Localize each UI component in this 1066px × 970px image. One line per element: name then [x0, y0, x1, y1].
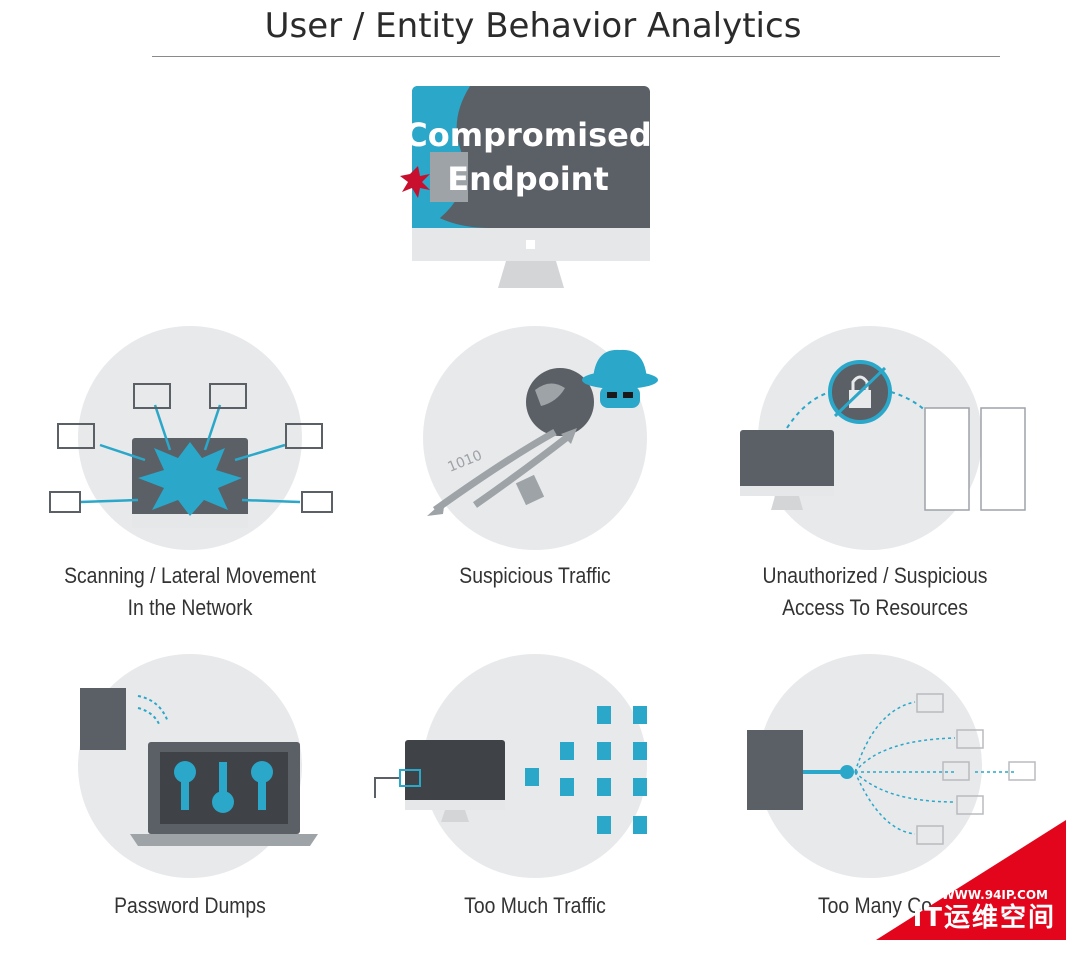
unauthorized-access-label-line1: Unauthorized / Suspicious	[762, 563, 988, 588]
suspicious-traffic-item: 1010 Suspicious Traffic	[365, 320, 705, 640]
watermark-triangle	[876, 820, 1066, 940]
scanning-item: Scanning / Lateral Movement In the Netwo…	[20, 320, 360, 640]
unauthorized-access-label: Unauthorized / Suspicious Access To Reso…	[725, 560, 1024, 624]
watermark: WWW.94IP.COM IT运维空间	[876, 820, 1066, 940]
scanning-illustration	[49, 326, 333, 550]
page-title: User / Entity Behavior Analytics	[264, 6, 802, 46]
too-many-connections-item: Too Many Co	[705, 650, 1045, 970]
password-dumps-illustration	[78, 654, 318, 878]
scanning-label-line2: In the Network	[127, 595, 253, 620]
too-much-traffic-illustration	[374, 654, 647, 878]
too-much-traffic-label-line1: Too Much Traffic	[464, 893, 606, 918]
suspicious-traffic-illustration: 1010	[423, 326, 658, 550]
hero-line1: Compromised	[404, 116, 651, 154]
compromised-endpoint-monitor: Compromised Endpoint	[380, 78, 680, 298]
too-many-connections-label-line1: Too Many Co	[817, 893, 933, 918]
too-much-traffic-label: Too Much Traffic	[385, 890, 684, 922]
hero-line2: Endpoint	[447, 160, 608, 198]
watermark-name: IT运维空间	[912, 903, 1056, 933]
watermark-url: WWW.94IP.COM	[941, 888, 1048, 902]
scanning-label-line1: Scanning / Lateral Movement	[64, 563, 316, 588]
too-many-connections-illustration	[747, 654, 1036, 878]
unauthorized-access-illustration	[740, 326, 1026, 550]
title-divider	[152, 56, 1000, 57]
password-dumps-label: Password Dumps	[40, 890, 339, 922]
scanning-label: Scanning / Lateral Movement In the Netwo…	[40, 560, 339, 624]
password-dumps-item: Password Dumps	[20, 650, 360, 970]
unauthorized-access-item: Unauthorized / Suspicious Access To Reso…	[705, 320, 1045, 640]
monitor-icon: Compromised Endpoint	[400, 86, 652, 288]
unauthorized-access-label-line2: Access To Resources	[782, 595, 968, 620]
too-many-connections-label: Too Many Co	[725, 890, 1024, 922]
too-much-traffic-item: Too Much Traffic	[365, 650, 705, 970]
password-dumps-label-line1: Password Dumps	[114, 893, 266, 918]
suspicious-traffic-label-line1: Suspicious Traffic	[459, 563, 611, 588]
suspicious-traffic-label: Suspicious Traffic	[385, 560, 684, 592]
